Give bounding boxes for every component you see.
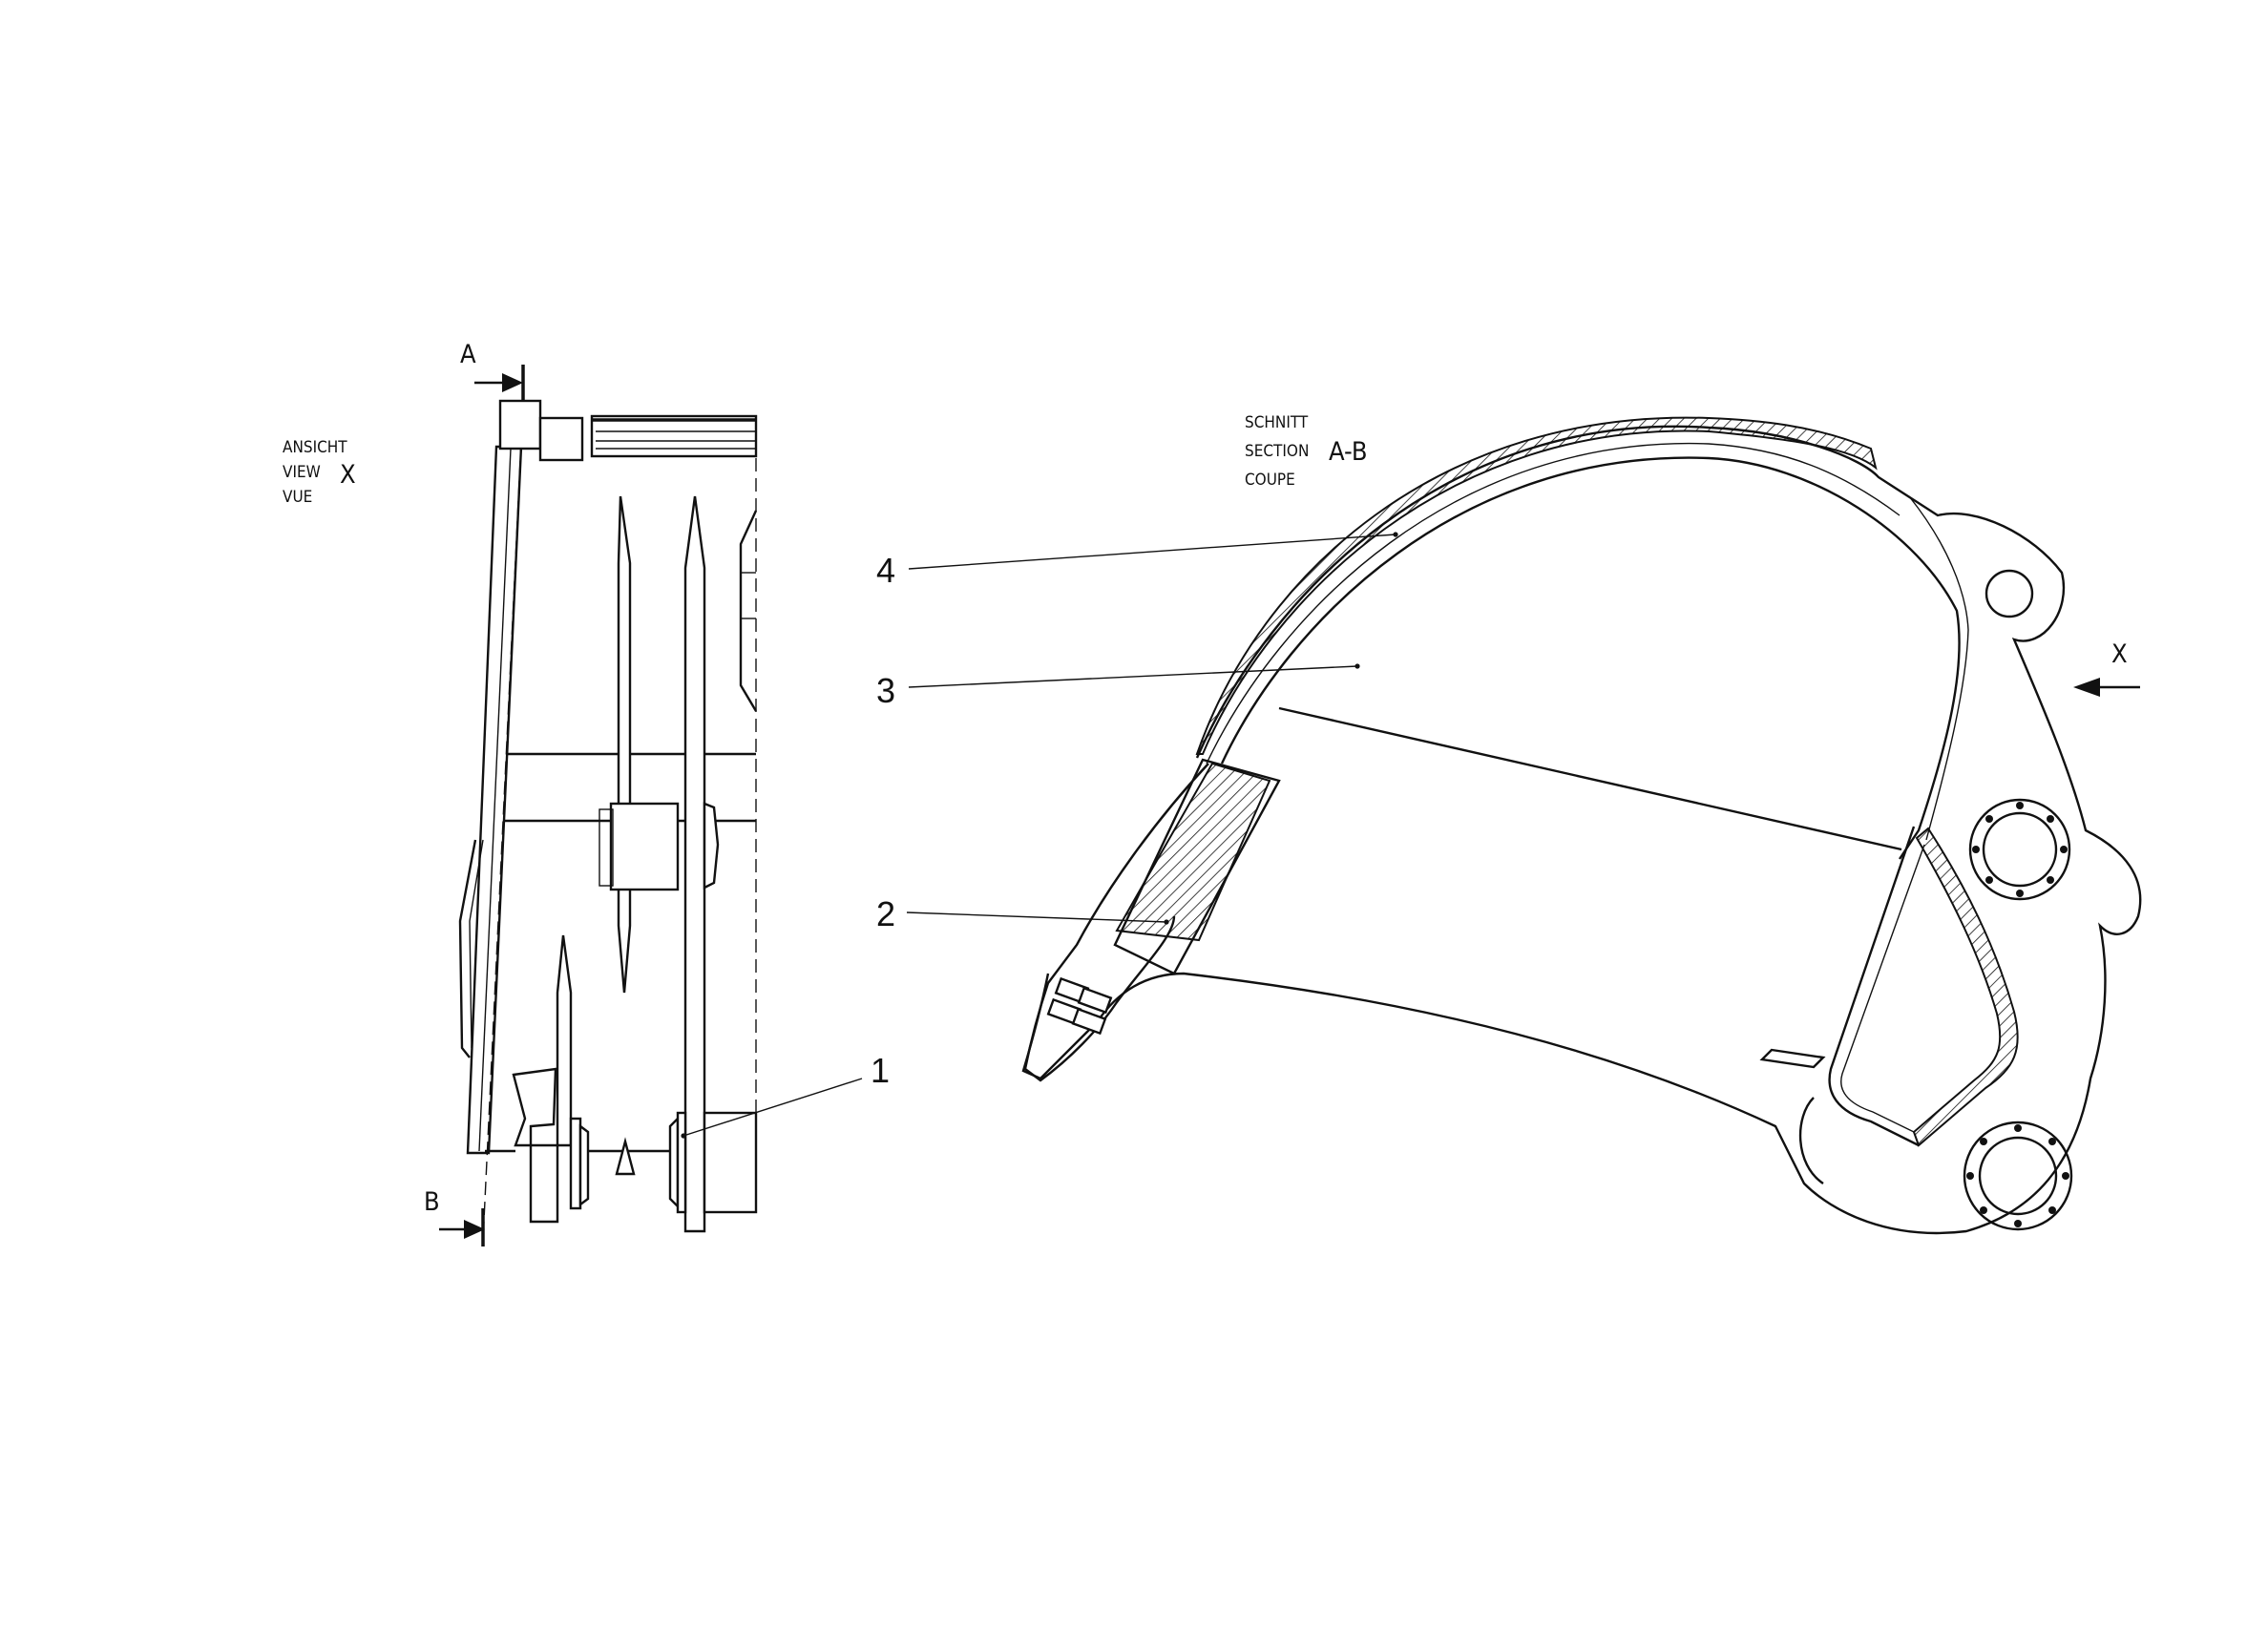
- wear-plate-band: [1195, 416, 1878, 755]
- side-cutter: [1759, 1048, 1826, 1069]
- section-ab-drawing: SCHNITT SECTION COUPE A-B X: [1021, 413, 2142, 1235]
- tooth-hatch: [1115, 762, 1271, 942]
- view-label-line2: VIEW: [283, 463, 321, 482]
- lower-pin-boss: [1963, 1121, 2073, 1231]
- tooth-tip: [1023, 763, 1209, 1082]
- centre-rod: [683, 495, 706, 1233]
- bucket-inner-shell: [1220, 456, 1961, 860]
- arrow-a-head-icon: [502, 373, 523, 392]
- pin-cone: [615, 1137, 636, 1176]
- view-label-line1: ANSICHT: [283, 438, 347, 457]
- inner-side-line: [1278, 706, 1902, 851]
- callout-2: 2: [876, 894, 1169, 933]
- middle-pin-boss: [1968, 798, 2071, 901]
- section-label-line3: COUPE: [1245, 471, 1295, 490]
- tooth-mount: [512, 1067, 559, 1224]
- upper-rod: [617, 495, 632, 994]
- callout-1-label: 1: [871, 1051, 890, 1090]
- section-marker-b: B: [424, 1187, 440, 1217]
- section-label-line1: SCHNITT: [1245, 413, 1309, 432]
- rear-hatched-plate: [1912, 827, 2019, 1147]
- lower-bushing: [703, 1111, 758, 1214]
- section-label-line2: SECTION: [1245, 442, 1309, 461]
- view-arrow-x-head-icon: [2073, 678, 2100, 697]
- callout-4: 4: [876, 532, 1398, 590]
- lower-rod: [556, 934, 573, 1147]
- bucket-outer-shell: [1021, 425, 2142, 1235]
- callout-4-label: 4: [876, 551, 895, 590]
- view-marker-x: X: [2111, 639, 2128, 669]
- upper-pin-boss: [1984, 569, 2034, 618]
- view-x-drawing: ANSICHT VIEW VUE X A B: [283, 340, 758, 1246]
- callout-1: 1: [681, 1051, 890, 1139]
- section-label-letter: A-B: [1329, 437, 1368, 467]
- view-label-letter: X: [340, 460, 356, 490]
- callout-3: 3: [876, 663, 1360, 710]
- section-marker-a: A: [460, 340, 476, 369]
- arrow-b-head-icon: [464, 1220, 485, 1239]
- upper-bushing: [609, 802, 680, 891]
- top-bracket: [498, 399, 542, 450]
- view-label-line3: VUE: [283, 488, 312, 507]
- top-plate: [590, 414, 758, 458]
- callout-3-label: 3: [876, 671, 895, 710]
- callout-2-label: 2: [876, 894, 895, 933]
